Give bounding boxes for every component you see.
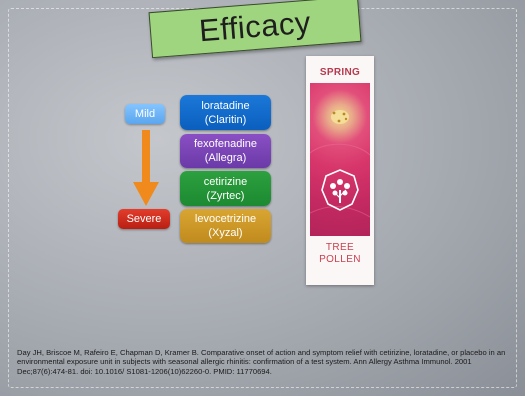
poster-caption: TREE POLLEN: [306, 242, 374, 266]
tree-icon: [321, 169, 359, 211]
mild-label-text: Mild: [134, 108, 156, 120]
drug-brand-name: (Claritin): [204, 113, 247, 126]
severity-arrow-icon: [133, 130, 159, 206]
drug-levocetrizine: levocetrizine (Xyzal): [180, 209, 271, 243]
tree-pollen-poster: SPRING TREE: [306, 56, 374, 285]
drug-brand-name: (Xyzal): [208, 227, 243, 239]
flower-image: [310, 83, 370, 236]
drug-brand-name: (Zyrtec): [206, 189, 245, 202]
slide-title: Efficacy: [197, 4, 313, 49]
drug-generic-name: cetirizine: [203, 175, 248, 188]
drug-generic-name: loratadine: [201, 99, 250, 112]
flower-petals-icon: [310, 110, 370, 218]
drug-generic-name: levocetrizine: [194, 213, 257, 225]
citation-text: Day JH, Briscoe M, Rafeiro E, Chapman D,…: [17, 348, 506, 376]
drug-fexofenadine: fexofenadine (Allegra): [180, 134, 271, 168]
drug-cetirizine: cetirizine (Zyrtec): [180, 171, 271, 206]
drug-loratadine: loratadine (Claritin): [180, 95, 271, 130]
severe-label: Severe: [118, 209, 170, 229]
mild-label: Mild: [125, 104, 165, 124]
severe-label-text: Severe: [126, 213, 162, 225]
drug-generic-name: fexofenadine: [194, 138, 257, 150]
poster-season: SPRING: [319, 67, 361, 78]
drug-brand-name: (Allegra): [204, 152, 247, 164]
poster-caption-line2: POLLEN: [319, 254, 361, 265]
poster-caption-line1: TREE: [325, 242, 355, 253]
